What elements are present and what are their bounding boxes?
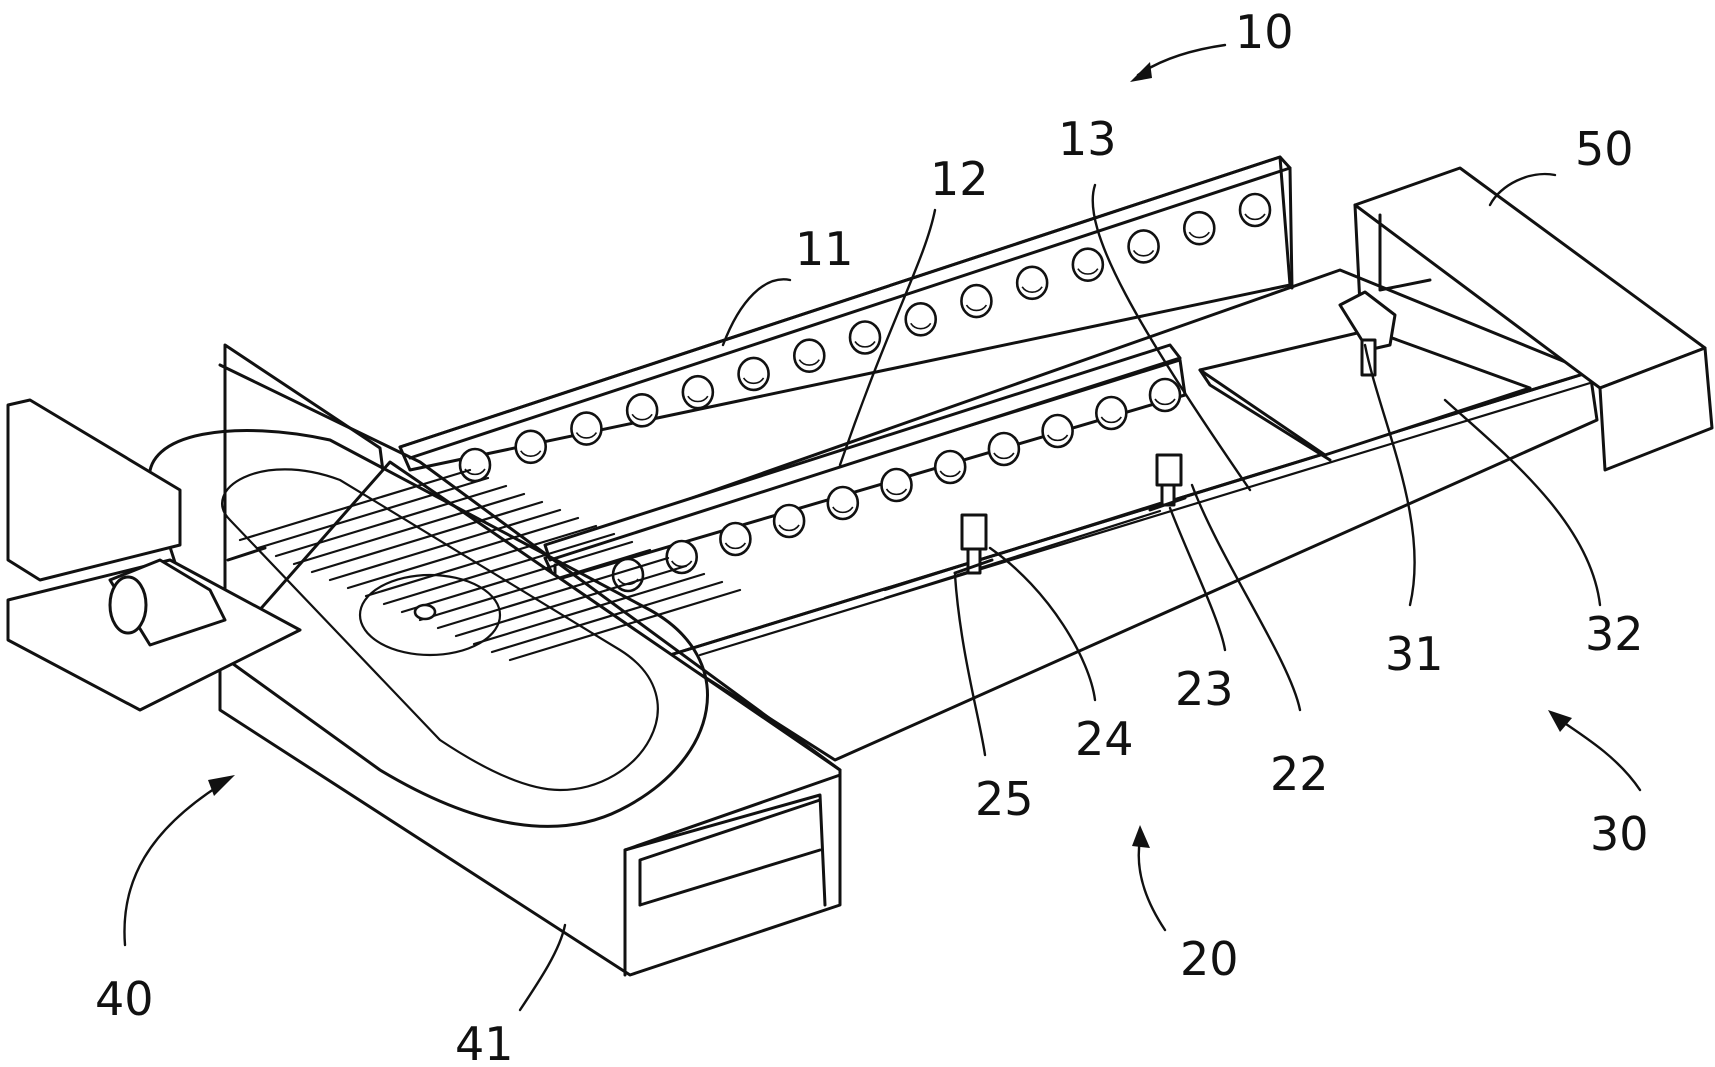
label-40: 40	[95, 972, 154, 1026]
label-20: 20	[1180, 932, 1239, 986]
label-30: 30	[1590, 807, 1649, 861]
hole	[460, 449, 490, 481]
label-10: 10	[1235, 5, 1294, 59]
hole	[1150, 379, 1180, 411]
label-31: 31	[1385, 627, 1444, 681]
hole	[720, 523, 750, 555]
hole	[683, 376, 713, 408]
hole	[1017, 267, 1047, 299]
hole	[882, 469, 912, 501]
rear-hole-strip	[400, 157, 1292, 470]
hole	[961, 285, 991, 317]
hole	[794, 340, 824, 372]
hole	[1096, 397, 1126, 429]
label-22: 22	[1270, 747, 1329, 801]
label-24: 24	[1075, 712, 1134, 766]
hole	[1184, 212, 1214, 244]
label-41: 41	[455, 1017, 514, 1067]
hole	[989, 433, 1019, 465]
label-25: 25	[975, 772, 1034, 826]
hole	[1073, 249, 1103, 281]
hole	[828, 487, 858, 519]
hole	[516, 431, 546, 463]
label-12: 12	[930, 152, 989, 206]
label-11: 11	[795, 222, 854, 276]
label-50: 50	[1575, 122, 1634, 176]
hole	[739, 358, 769, 390]
hole	[1240, 194, 1270, 226]
hole	[774, 505, 804, 537]
label-23: 23	[1175, 662, 1234, 716]
hole	[1043, 415, 1073, 447]
hole	[850, 322, 880, 354]
label-13: 13	[1058, 112, 1117, 166]
hole	[627, 394, 657, 426]
hole	[906, 303, 936, 335]
hole	[1129, 230, 1159, 262]
label-32: 32	[1585, 607, 1644, 661]
hole	[571, 413, 601, 445]
hole	[935, 451, 965, 483]
